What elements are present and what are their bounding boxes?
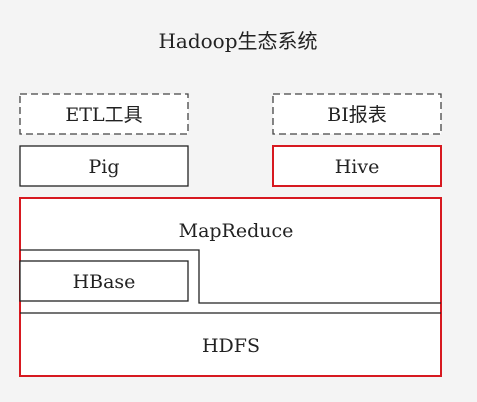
mapreduce-boundary bbox=[20, 249, 441, 304]
mapreduce-label: MapReduce bbox=[179, 220, 294, 242]
hive-box: Hive bbox=[272, 145, 442, 187]
core-stack-frame: MapReduce HBase HDFS bbox=[19, 197, 442, 377]
pig-box: Pig bbox=[19, 145, 189, 187]
pig-label: Pig bbox=[88, 156, 119, 178]
hbase-label: HBase bbox=[73, 271, 136, 293]
diagram-title: Hadoop生态系统 bbox=[158, 29, 317, 53]
hive-label: Hive bbox=[335, 156, 380, 178]
bi-reports-box: BI报表 bbox=[272, 93, 442, 135]
hbase-box bbox=[19, 260, 189, 302]
hdfs-label: HDFS bbox=[202, 335, 260, 357]
bi-reports-label: BI报表 bbox=[327, 104, 386, 126]
etl-tools-box: ETL工具 bbox=[19, 93, 189, 135]
etl-tools-label: ETL工具 bbox=[65, 104, 142, 126]
